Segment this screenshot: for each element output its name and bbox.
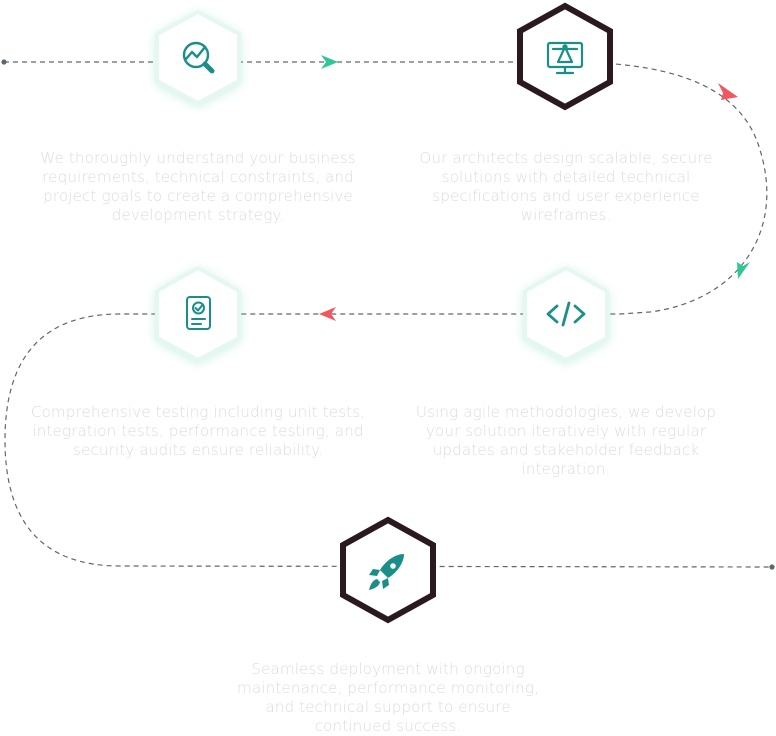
arrow-down-red xyxy=(718,83,738,100)
step-3-description: Using agile methodologies, we develop yo… xyxy=(415,403,717,478)
path-end-dot xyxy=(769,564,775,570)
code-icon xyxy=(546,301,586,327)
analytics-search-icon xyxy=(182,41,215,74)
arrow-right-green xyxy=(321,55,338,69)
step-4-hexagon xyxy=(155,265,241,363)
step-5-description: Seamless deployment with ongoing mainten… xyxy=(236,660,540,735)
testing-certificate-icon xyxy=(186,296,211,330)
step-5-hexagon xyxy=(340,516,436,624)
step-1-hexagon xyxy=(155,9,241,106)
step-1-description: We thoroughly understand your business r… xyxy=(40,149,356,224)
step-3-hexagon xyxy=(523,265,609,363)
rocket-icon xyxy=(369,554,404,590)
arrow-down-green xyxy=(737,262,750,279)
path-start-dot xyxy=(1,59,7,65)
design-monitor-icon xyxy=(546,41,584,75)
step-4-description: Comprehensive testing including unit tes… xyxy=(30,403,366,459)
step-2-description: Our architects design scalable, secure s… xyxy=(419,149,713,224)
arrow-left-red xyxy=(319,307,336,321)
step-2-hexagon xyxy=(517,2,613,111)
connector-path xyxy=(4,61,773,568)
